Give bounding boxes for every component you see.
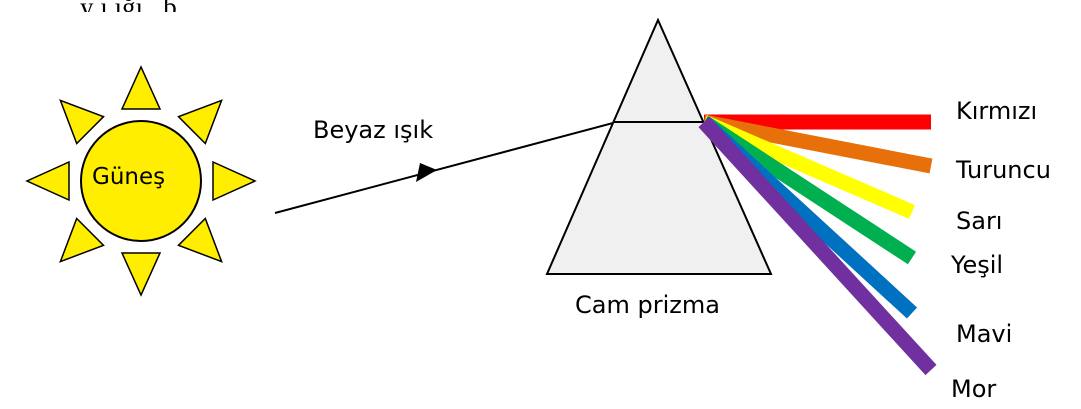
cropped-caption: y ı ığı , b: [80, 0, 177, 22]
sun-ray-icon: [59, 217, 105, 263]
spectrum-band-2: [702, 114, 933, 174]
sun-rays: [25, 65, 257, 297]
sun: Güneş: [25, 65, 257, 297]
spectrum-band-6: [698, 116, 937, 376]
sun-ray-icon: [59, 99, 105, 145]
sun-ray-icon: [212, 160, 257, 202]
sun-disc: [80, 120, 202, 242]
spectrum-label-1: Kırmızı: [956, 97, 1037, 125]
white-light-label: Beyaz ışık: [313, 116, 433, 144]
caption-text: y ı ığı , b: [80, 0, 177, 22]
ray-arrowhead-icon: [416, 163, 437, 182]
spectrum-label-4: Yeşil: [950, 251, 1003, 279]
spectrum-bands: [698, 114, 937, 376]
spectrum-label-3: Sarı: [956, 207, 1002, 235]
sun-ray-icon: [177, 217, 223, 263]
spectrum-label-5: Mavi: [956, 320, 1012, 348]
sun-ray-icon: [120, 252, 162, 297]
spectrum-label-6: Mor: [951, 375, 996, 403]
spectrum-label-2: Turuncu: [955, 156, 1051, 184]
prism-label: Cam prizma: [575, 291, 720, 319]
sun-ray-icon: [120, 65, 162, 110]
glass-prism: Cam prizma: [545, 17, 773, 319]
sun-label: Güneş: [92, 164, 165, 190]
incident-ray-line: [274, 122, 614, 214]
sun-ray-icon: [25, 160, 70, 202]
white-light-ray: Beyaz ışık: [274, 116, 614, 214]
prism-body: [545, 17, 773, 275]
sun-ray-icon: [177, 99, 223, 145]
